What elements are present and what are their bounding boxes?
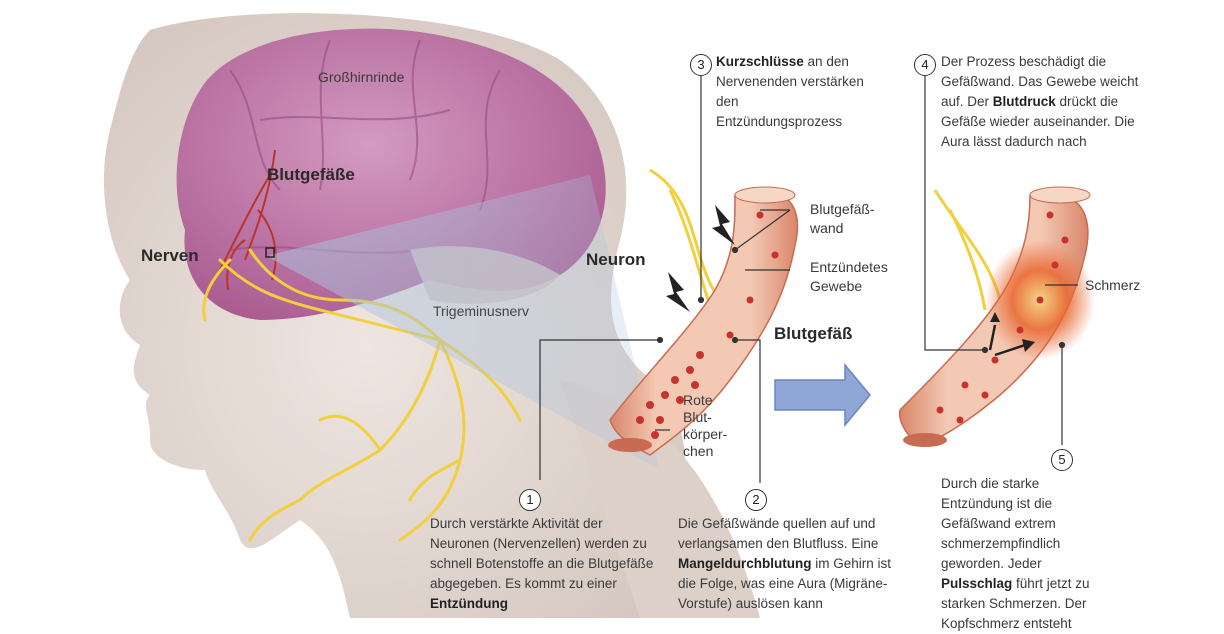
step-1-badge: 1 [519, 489, 541, 511]
step-2-badge: 2 [745, 489, 767, 511]
label-vessel-wall: Blutgefäß- wand [810, 200, 875, 238]
right-arrow-icon [775, 365, 870, 425]
step-1-keyword: Entzündung [430, 596, 508, 611]
step-5-badge: 5 [1051, 449, 1073, 471]
step-2-text: Die Gefäßwände quellen auf und verlangsa… [678, 514, 910, 614]
step-3-text: Kurzschlüsse an den Nervenenden verstärk… [716, 52, 866, 132]
step-2-keyword: Mangeldurchblutung [678, 556, 811, 571]
label-neuron: Neuron [586, 250, 646, 269]
label-red-cells: Rote Blut- körper- chen [683, 392, 727, 460]
label-vessels: Blutgefäße [267, 165, 355, 184]
vessel-after [900, 187, 1095, 447]
label-inflamed-tissue: Entzündetes Gewebe [810, 258, 888, 296]
label-nerves: Nerven [141, 246, 199, 265]
label-trigeminal: Trigeminusnerv [433, 302, 529, 321]
step-4-keyword: Blutdruck [993, 94, 1056, 109]
label-pain: Schmerz [1085, 276, 1140, 295]
label-blood-vessel: Blutgefäß [774, 324, 852, 343]
step-3-badge: 3 [690, 54, 712, 76]
step-5-text: Durch die starke Entzündung ist die Gefä… [941, 474, 1111, 634]
step-4-text: Der Prozess beschädigt die Gefäßwand. Da… [941, 52, 1156, 152]
label-cortex: Großhirnrinde [318, 68, 404, 87]
step-5-keyword: Pulsschlag [941, 576, 1012, 591]
step-1-text: Durch verstärkte Aktivität der Neuronen … [430, 514, 660, 614]
step-4-badge: 4 [914, 54, 936, 76]
step-3-keyword: Kurzschlüsse [716, 54, 804, 69]
